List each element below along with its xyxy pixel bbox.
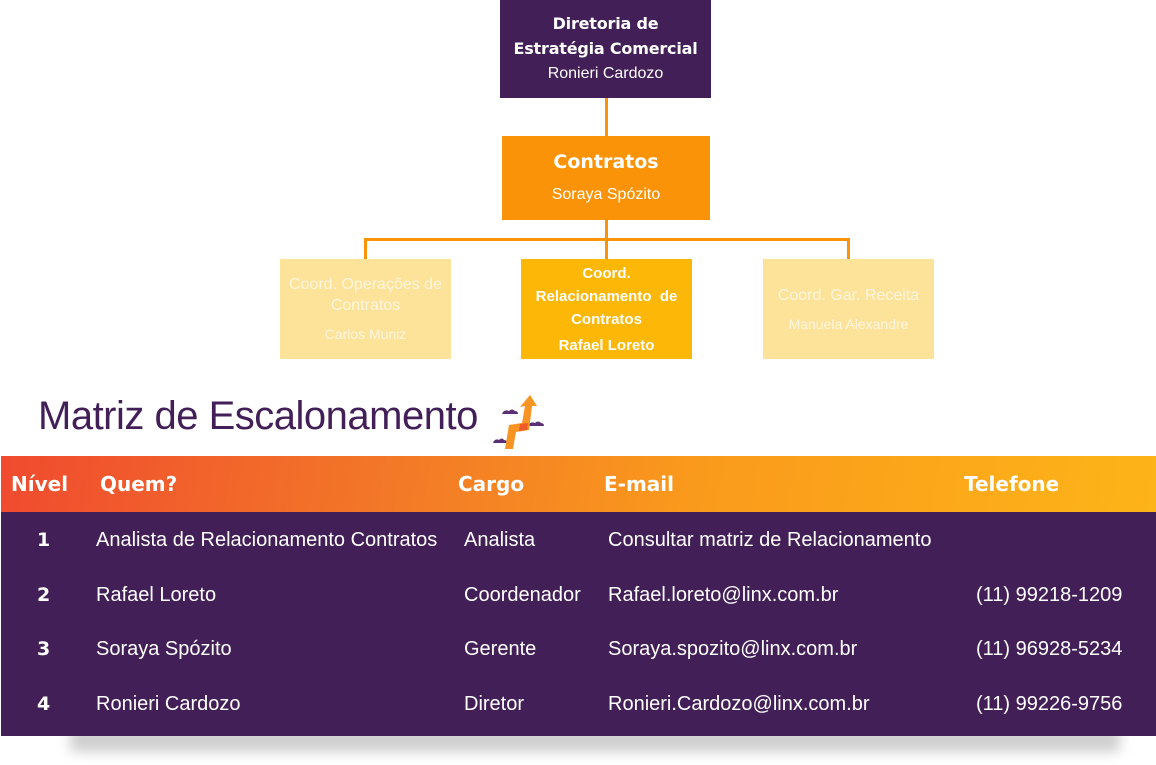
cell-phone: (11) 99226-9756	[976, 693, 1123, 715]
table-header: Nível Quem? Cargo E-mail Telefone	[1, 456, 1156, 512]
node-title: Coord. Operações de	[289, 276, 442, 293]
cell-level: 1	[37, 529, 51, 551]
cell-who: Soraya Spózito	[96, 638, 232, 660]
column-header-email: E-mail	[604, 472, 675, 496]
table-row: 4 Ronieri Cardozo Diretor Ronieri.Cardoz…	[1, 677, 1156, 731]
cell-email[interactable]: Ronieri.Cardozo@linx.com.br	[608, 693, 870, 715]
connector-right-branch	[847, 238, 850, 259]
column-header-telefone: Telefone	[964, 472, 1060, 496]
node-title: Estratégia Comercial	[513, 39, 698, 58]
cell-who: Ronieri Cardozo	[96, 693, 241, 715]
cell-email[interactable]: Soraya.spozito@linx.com.br	[608, 638, 858, 660]
cell-phone: (11) 96928-5234	[976, 638, 1123, 660]
node-person: Soraya Spózito	[551, 186, 661, 203]
column-header-quem: Quem?	[100, 472, 178, 496]
org-node-contratos: Contratos Soraya Spózito	[502, 136, 710, 220]
node-person: Manuela Alexandre	[788, 315, 909, 332]
cell-phone: (11) 99218-1209	[976, 584, 1123, 606]
cell-level: 2	[37, 584, 51, 606]
table-row: 3 Soraya Spózito Gerente Soraya.spozito@…	[1, 622, 1156, 676]
cell-who: Analista de Relacionamento Contratos	[96, 529, 438, 551]
cell-role: Gerente	[464, 638, 537, 660]
org-node-coord-relacionamento: Coord. Relacionamento de Contratos Rafae…	[521, 259, 692, 359]
node-person: Ronieri Cardozo	[547, 65, 664, 82]
cell-role: Coordenador	[464, 584, 581, 606]
table-row: 2 Rafael Loreto Coordenador Rafael.loret…	[1, 568, 1156, 622]
connector-top-to-middle	[605, 98, 608, 136]
matrix-title: Matriz de Escalonamento	[38, 394, 478, 438]
node-title: Relacionamento de	[535, 288, 678, 305]
table-row: 1 Analista de Relacionamento Contratos A…	[1, 513, 1156, 567]
node-title: Contratos	[330, 297, 401, 314]
cell-role: Analista	[464, 529, 536, 551]
cell-email[interactable]: Rafael.loreto@linx.com.br	[608, 584, 839, 606]
node-title: Diretoria de	[552, 14, 659, 33]
cell-who: Rafael Loreto	[96, 584, 217, 606]
node-person: Carlos Muniz	[324, 326, 407, 342]
node-title: Contratos	[553, 151, 659, 173]
org-node-coord-gar-receita: Coord. Gar. Receita Manuela Alexandre	[763, 259, 934, 359]
column-header-cargo: Cargo	[458, 472, 525, 496]
node-title: Coord.	[582, 265, 631, 282]
connector-horizontal	[364, 238, 850, 241]
escalation-arrow-icon	[490, 392, 550, 450]
cell-email: Consultar matriz de Relacionamento	[608, 529, 932, 551]
node-person: Rafael Loreto	[558, 337, 655, 354]
column-header-nivel: Nível	[11, 472, 69, 496]
cell-level: 3	[37, 638, 51, 660]
connector-left-branch	[364, 238, 367, 259]
escalation-table: Nível Quem? Cargo E-mail Telefone 1 Anal…	[1, 456, 1156, 736]
cell-level: 4	[37, 693, 51, 715]
org-node-diretoria: Diretoria de Estratégia Comercial Ronier…	[500, 0, 711, 98]
node-title: Contratos	[571, 311, 642, 328]
cell-role: Diretor	[464, 693, 525, 715]
org-node-coord-operacoes: Coord. Operações de Contratos Carlos Mun…	[280, 259, 451, 359]
node-title: Coord. Gar. Receita	[777, 286, 920, 304]
